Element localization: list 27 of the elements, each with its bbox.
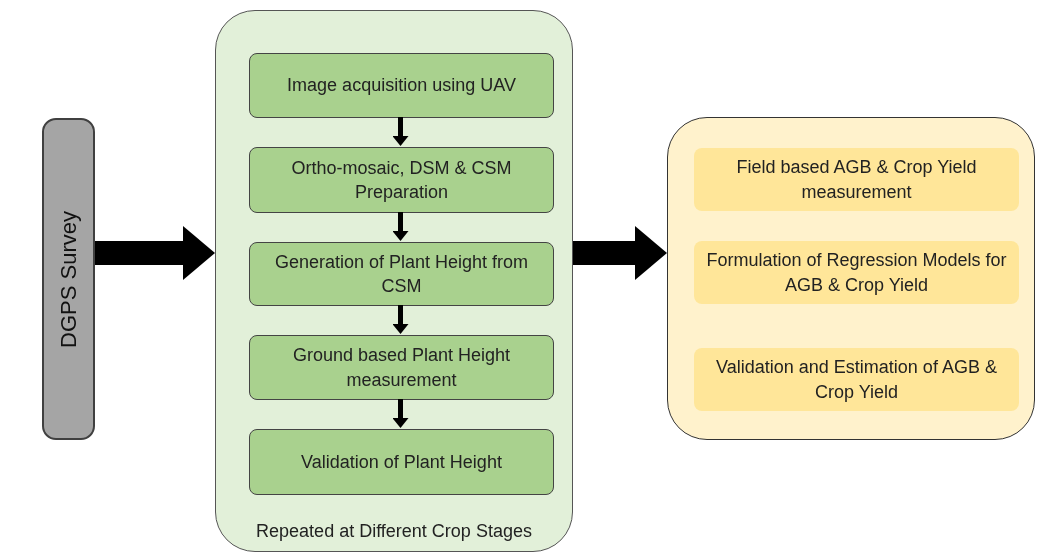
step-text: Formulation of Regression Models for AGB & Crop Yield: [705, 249, 1008, 297]
survey-box: [42, 118, 95, 440]
step-text: Validation of Plant Height: [301, 450, 502, 474]
process-box: [694, 241, 1019, 304]
step-text: Field based AGB & Crop Yield measurement: [735, 156, 978, 204]
process-box: [249, 53, 554, 118]
arrow: [392, 305, 409, 334]
step-text: Ortho-mosaic, DSM & CSM Preparation: [290, 156, 513, 204]
process-box: [249, 147, 554, 213]
step-text: Image acquisition using UAV: [287, 74, 516, 98]
block-arrow: [95, 226, 215, 280]
output-panel: [667, 117, 1035, 440]
step-text: DGPS Survey: [54, 210, 82, 348]
process-box: [694, 148, 1019, 211]
process-box: [249, 429, 554, 495]
process-box: [249, 335, 554, 400]
panel-caption: Repeated at Different Crop Stages: [256, 519, 532, 543]
process-box: [694, 348, 1019, 411]
stage-panel: [215, 10, 573, 552]
arrow: [392, 212, 409, 241]
step-text: Validation and Estimation of AGB & Crop Yield: [715, 356, 998, 404]
process-box: [249, 242, 554, 306]
block-arrow: [573, 226, 667, 280]
arrow: [392, 117, 409, 146]
arrow: [392, 399, 409, 428]
step-text: Ground based Plant Height measurement: [291, 344, 512, 392]
step-text: Generation of Plant Height from CSM: [273, 250, 530, 298]
